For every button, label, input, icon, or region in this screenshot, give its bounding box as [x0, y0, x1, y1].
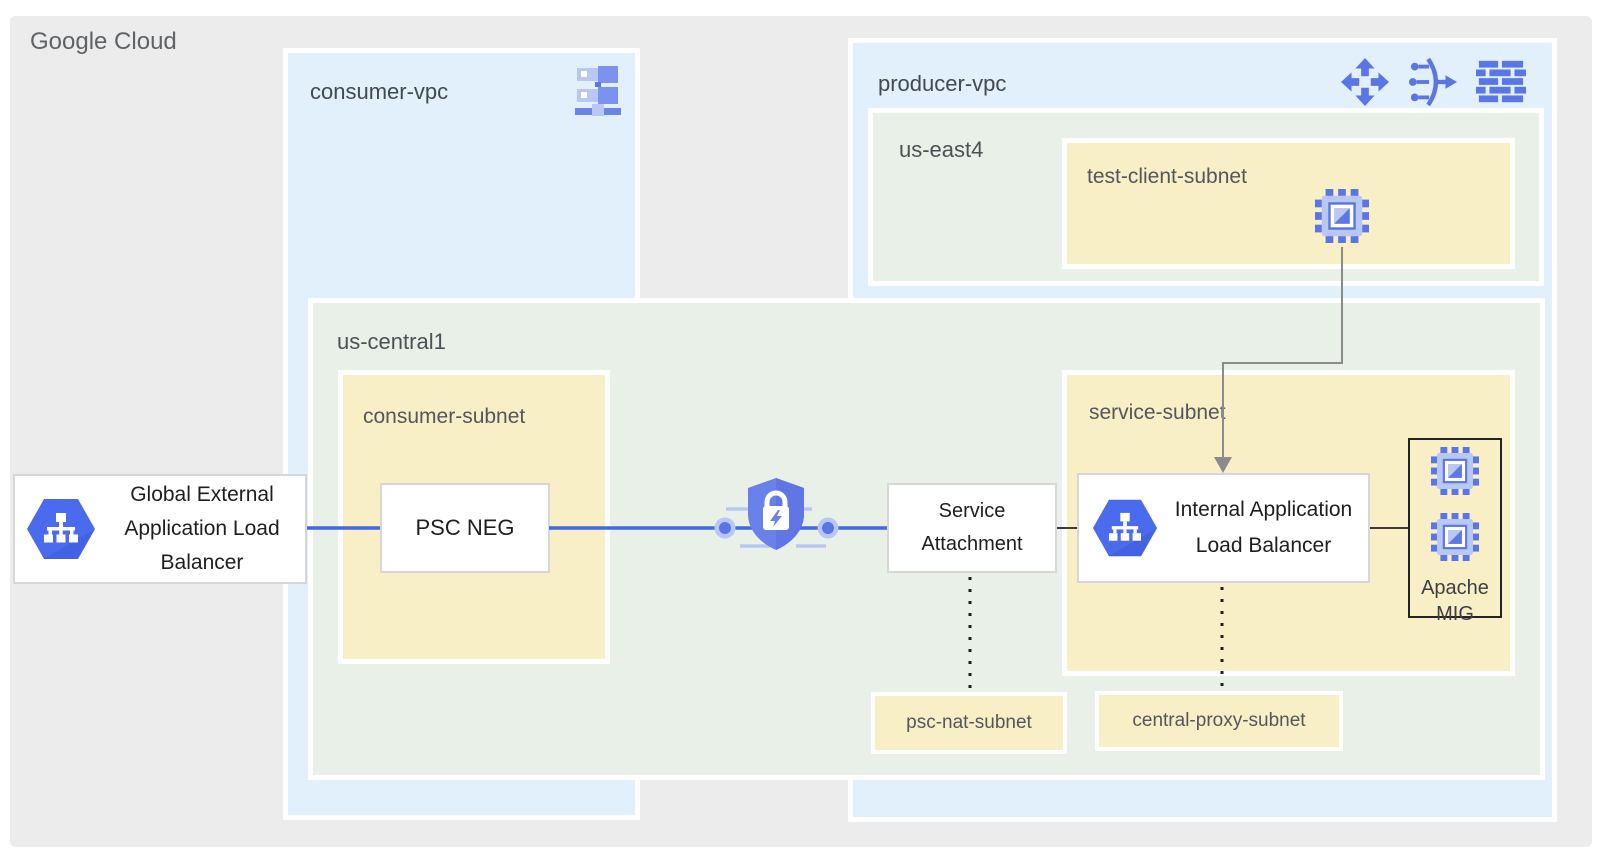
google-cloud-label: Google Cloud — [30, 28, 177, 55]
node-psc-neg: PSC NEG — [380, 483, 550, 573]
load-balancing-icon — [1340, 56, 1390, 113]
subnet-test-client: test-client-subnet — [1062, 138, 1515, 269]
us-east4-label: us-east4 — [899, 137, 984, 162]
firewall-icon — [1476, 59, 1526, 110]
service-attachment-label: Attachment — [921, 533, 1023, 555]
service-attachment-label: Service — [938, 500, 1006, 522]
psc-nat-subnet-label: psc-nat-subnet — [906, 712, 1032, 733]
vpc-network-icon — [572, 66, 624, 121]
load-balancer-hexagon-icon — [1079, 498, 1165, 558]
compute-engine-icon — [1431, 513, 1479, 566]
consumer-vpc-label: consumer-vpc — [310, 79, 449, 104]
producer-vpc-icons — [1340, 56, 1526, 113]
psc-neg-label: PSC NEG — [415, 515, 515, 540]
us-central1-label: us-central1 — [337, 329, 446, 354]
subnet-central-proxy: central-proxy-subnet — [1095, 691, 1343, 751]
central-proxy-subnet-label: central-proxy-subnet — [1132, 710, 1306, 731]
mig-vm-icons — [1431, 447, 1479, 566]
node-service-attachment: Service Attachment — [887, 483, 1057, 573]
gelb-label: Global External Application Load Balance… — [124, 483, 280, 574]
compute-engine-icon — [1431, 447, 1479, 500]
load-balancer-hexagon-icon — [15, 498, 107, 560]
ialb-label: Internal Application Load Balancer — [1174, 498, 1353, 557]
service-subnet-label: service-subnet — [1089, 401, 1226, 424]
apache-mig-label: Apache MIG — [1421, 577, 1489, 625]
producer-vpc-label: producer-vpc — [878, 71, 1007, 96]
compute-engine-icon — [1315, 189, 1369, 248]
node-internal-alb: Internal Application Load Balancer — [1077, 473, 1370, 583]
subnet-psc-nat: psc-nat-subnet — [871, 692, 1067, 754]
node-global-external-alb: Global External Application Load Balance… — [13, 474, 307, 584]
cloud-nat-icon — [1408, 56, 1458, 113]
test-client-subnet-label: test-client-subnet — [1087, 165, 1247, 188]
node-apache-mig: Apache MIG — [1408, 438, 1502, 625]
consumer-subnet-label: consumer-subnet — [363, 405, 526, 428]
